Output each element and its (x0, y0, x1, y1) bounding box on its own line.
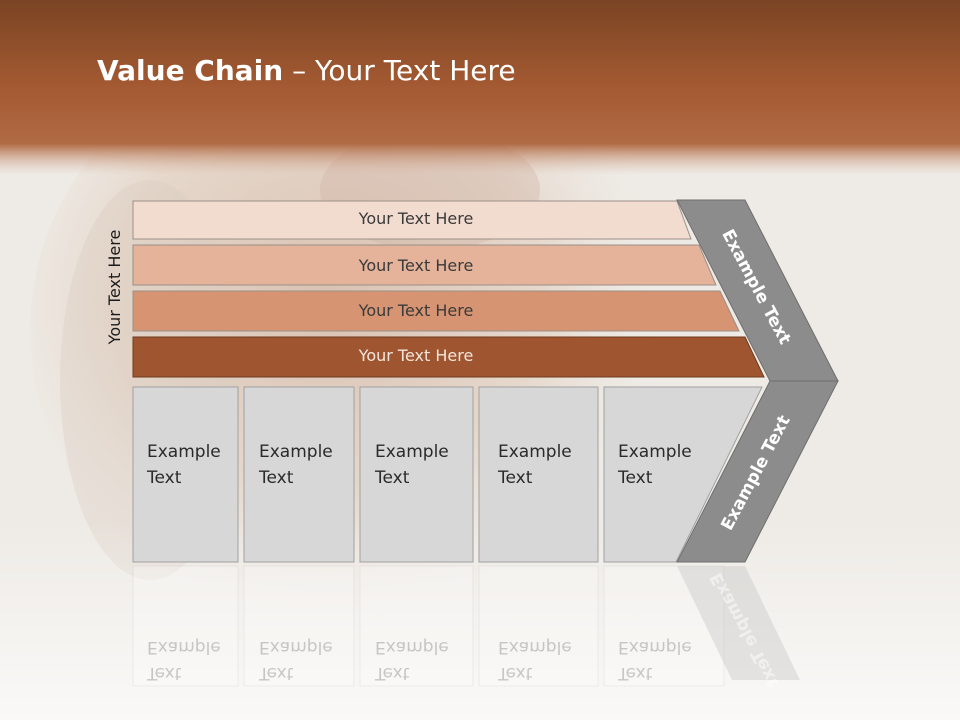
slide-title: Value Chain – Your Text Here (97, 54, 516, 94)
bar-label-4: Your Text Here (358, 346, 474, 365)
bar-label-1: Your Text Here (358, 209, 474, 228)
bar-2 (132, 244, 717, 286)
bar-label-2: Your Text Here (358, 256, 474, 275)
chevron-reflection (677, 566, 800, 680)
box-5 (603, 386, 763, 563)
chevron-lower (676, 380, 839, 563)
title-rest: – Your Text Here (283, 54, 516, 87)
bar-1 (132, 200, 692, 240)
bar-label-3: Your Text Here (358, 301, 474, 320)
bar-4 (132, 336, 765, 378)
box-1 (132, 386, 239, 563)
title-bold: Value Chain (97, 54, 284, 87)
bar-3 (132, 290, 740, 332)
box-3 (359, 386, 474, 563)
box-4 (478, 386, 599, 563)
box-2 (243, 386, 355, 563)
boxes-reflection (132, 565, 725, 687)
